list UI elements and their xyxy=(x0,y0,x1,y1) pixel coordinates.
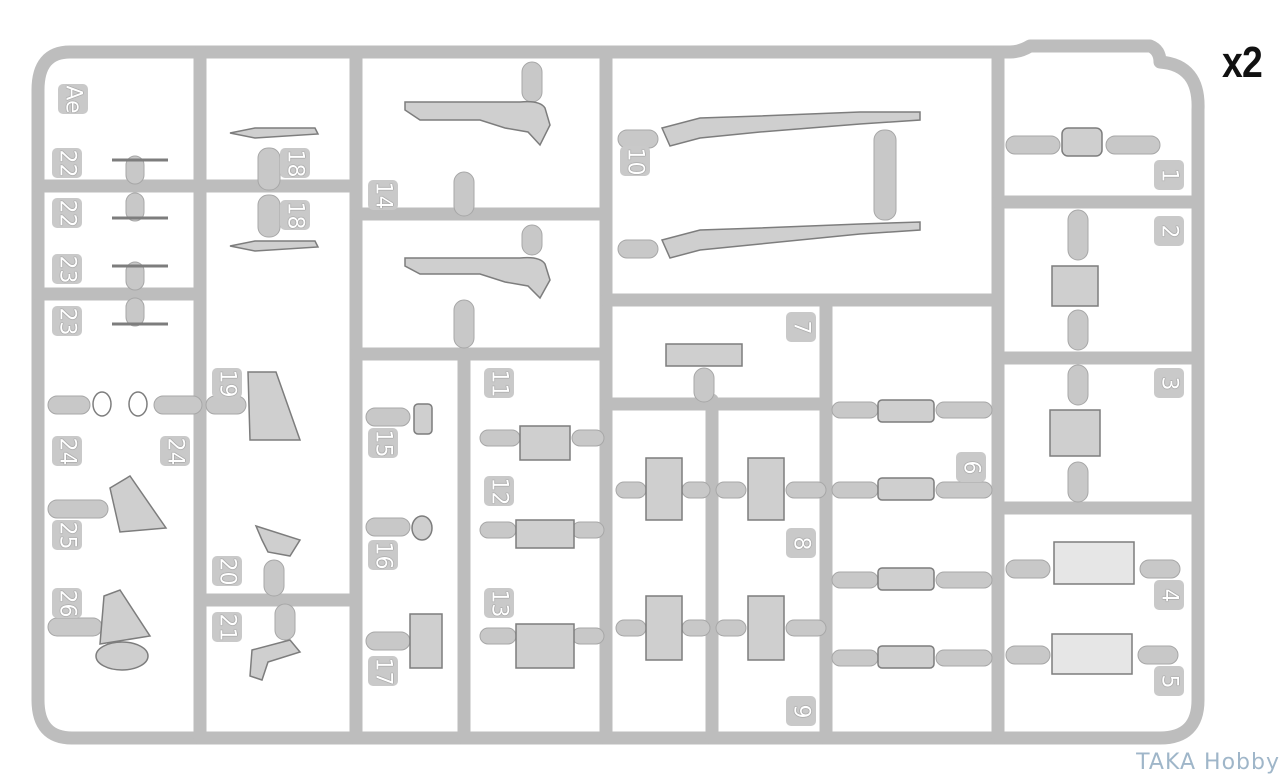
part-number-label: 7 xyxy=(786,312,816,342)
part-number-text: 4 xyxy=(1156,588,1182,602)
part-number-label: 24 xyxy=(52,436,82,466)
part-number-label: 18 xyxy=(280,148,310,178)
part-number-text: 10 xyxy=(622,147,648,175)
copies-label: x2 xyxy=(1222,38,1263,87)
part-number-label: 22 xyxy=(52,198,82,228)
rifle-part xyxy=(660,221,921,259)
part-number-label: 23 xyxy=(52,254,82,284)
part-number-label: 22 xyxy=(52,148,82,178)
watermark-text: TAKA Hobby xyxy=(1136,750,1280,775)
part-number-label: 19 xyxy=(212,368,242,398)
part-number-label: 10 xyxy=(620,146,650,176)
part-number-text: 6 xyxy=(958,460,984,474)
part-number-text: 23 xyxy=(54,255,80,283)
outer-runner xyxy=(31,39,1205,745)
box-part xyxy=(1053,541,1135,585)
bayonet-part xyxy=(229,127,320,139)
part-number-text: 25 xyxy=(54,521,80,549)
smg-part xyxy=(404,100,551,147)
smg-part xyxy=(404,256,551,300)
part-number-label: 6 xyxy=(956,452,986,482)
part-number-label: 3 xyxy=(1154,368,1184,398)
part-number-label: 11 xyxy=(484,368,514,398)
part-number-label: 4 xyxy=(1154,580,1184,610)
part-number-label: 15 xyxy=(368,428,398,458)
part-number-text: 8 xyxy=(788,536,814,550)
sprue-code-text: Ae xyxy=(60,84,86,114)
part-number-text: 26 xyxy=(54,589,80,617)
part-number-text: 18 xyxy=(282,201,308,229)
part-number-label: 23 xyxy=(52,306,82,336)
part-number-text: 12 xyxy=(486,477,512,505)
part-number-label: 16 xyxy=(368,540,398,570)
pouch-part xyxy=(1051,265,1099,307)
part-number-text: 18 xyxy=(282,149,308,177)
part-number-text: 1 xyxy=(1156,168,1182,182)
part-number-label: 5 xyxy=(1154,666,1184,696)
part-number-text: 23 xyxy=(54,307,80,335)
part-number-label: 17 xyxy=(368,656,398,686)
sprue-code-label: Ae xyxy=(58,84,88,114)
part-number-text: 22 xyxy=(54,149,80,177)
part-number-text: 5 xyxy=(1156,674,1182,688)
box-part xyxy=(1051,633,1133,675)
part-number-text: 14 xyxy=(370,181,396,209)
part-number-text: 19 xyxy=(214,369,240,397)
part-number-text: 15 xyxy=(370,429,396,457)
part-number-label: 14 xyxy=(368,180,398,210)
part-number-text: 21 xyxy=(214,613,240,641)
pouch-part xyxy=(1049,409,1101,457)
part-number-label: 18 xyxy=(280,200,310,230)
part-number-text: 20 xyxy=(214,557,240,585)
part-number-text: 16 xyxy=(370,541,396,569)
binoculars-part xyxy=(1061,127,1103,157)
part-number-text: 11 xyxy=(486,369,512,397)
part-number-text: 2 xyxy=(1156,224,1182,238)
part-number-label: 2 xyxy=(1154,216,1184,246)
part-number-text: 13 xyxy=(486,589,512,617)
part-number-label: 21 xyxy=(212,612,242,642)
rifle-part xyxy=(660,111,921,147)
part-number-label: 8 xyxy=(786,528,816,558)
part-number-text: 22 xyxy=(54,199,80,227)
part-number-label: 12 xyxy=(484,476,514,506)
part-number-text: 24 xyxy=(54,437,80,465)
part-number-label: 1 xyxy=(1154,160,1184,190)
part-number-text: 17 xyxy=(370,657,396,685)
part-number-text: 9 xyxy=(788,704,814,718)
part-number-label: 13 xyxy=(484,588,514,618)
part-number-label: 26 xyxy=(52,588,82,618)
part-number-text: 3 xyxy=(1156,376,1182,390)
part-number-text: 7 xyxy=(788,320,814,334)
bayonet-part xyxy=(229,240,320,252)
part-number-label: 20 xyxy=(212,556,242,586)
part-number-label: 25 xyxy=(52,520,82,550)
part-number-label: 24 xyxy=(160,436,190,466)
part-number-label: 9 xyxy=(786,696,816,726)
part-number-text: 24 xyxy=(162,437,188,465)
